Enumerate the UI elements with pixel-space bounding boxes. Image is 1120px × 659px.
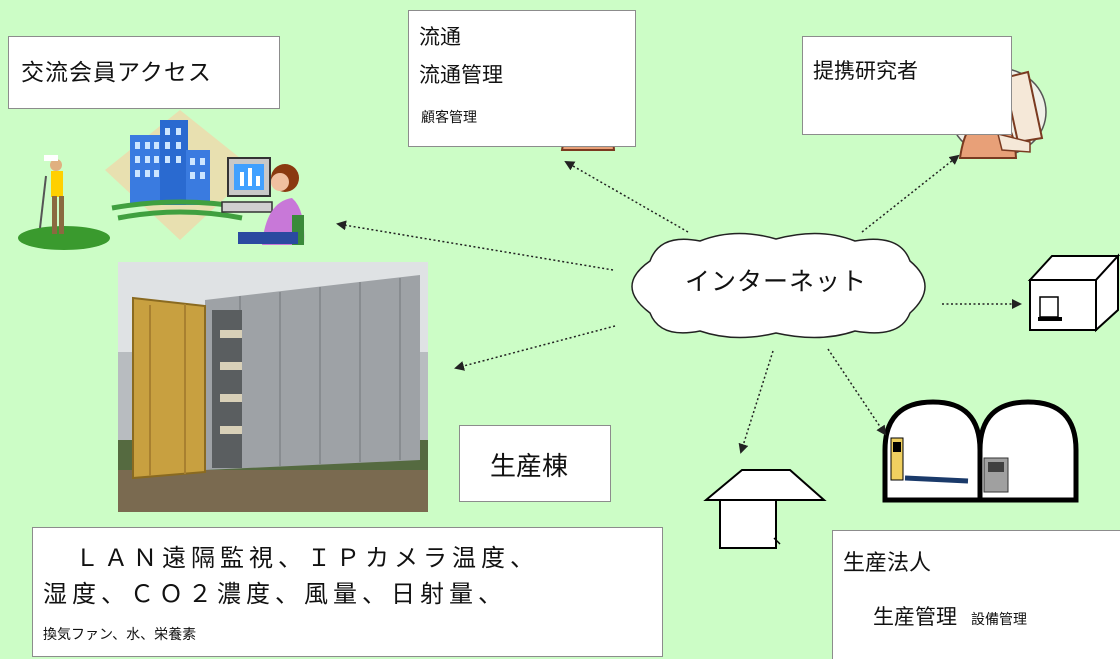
golfer-icon [18,155,110,250]
production-management: 生産管理 [873,605,957,629]
partner-researcher-box: 提携研究者 [802,36,1012,135]
partner-researcher-label: 提携研究者 [813,59,918,83]
production-building-label: 生産棟 [490,452,569,482]
distribution-box: 流通 流通管理 顧客管理 [408,10,636,147]
internet-cloud-shape [631,232,926,339]
distribution-title: 流通 [419,25,461,49]
server-box-icon [1027,253,1120,333]
koryu-label: 交流会員アクセス [21,60,212,86]
arrow-to-greenhouse [827,348,887,436]
customer-management: 顧客管理 [421,110,477,126]
house-icon [703,469,827,549]
shipping-container-photo [118,262,428,512]
arrow-to-container [454,325,616,371]
production-corporation-box: 生産法人 生産管理設備管理 [832,530,1120,659]
production-corporation-title: 生産法人 [843,551,932,576]
arrow-to-koryu [336,220,614,271]
greenhouse-icon [882,399,1079,503]
facility-management: 設備管理 [971,612,1027,628]
monitoring-line-1: ＬＡＮ遠隔監視、ＩＰカメラ温度、 [75,544,539,572]
production-building-box: 生産棟 [459,425,611,502]
arrow-to-teikei [861,154,960,233]
woman-at-computer-icon [221,157,305,245]
production-management-line: 生産管理設備管理 [873,601,1027,631]
monitoring-line-2: 湿度、ＣＯ２濃度、風量、日射量、 [43,580,507,608]
arrow-to-ryutsu [564,161,689,233]
distribution-management: 流通管理 [419,63,503,87]
arrow-to-house [738,350,774,454]
koryu-member-access-box: 交流会員アクセス [8,36,280,109]
monitoring-features-box: ＬＡＮ遠隔監視、ＩＰカメラ温度、 湿度、ＣＯ２濃度、風量、日射量、 換気ファン、… [32,527,663,657]
monitoring-line-3: 換気ファン、水、栄養素 [43,627,197,643]
internet-label: インターネット [684,267,867,296]
office-buildings-icon [105,110,255,240]
